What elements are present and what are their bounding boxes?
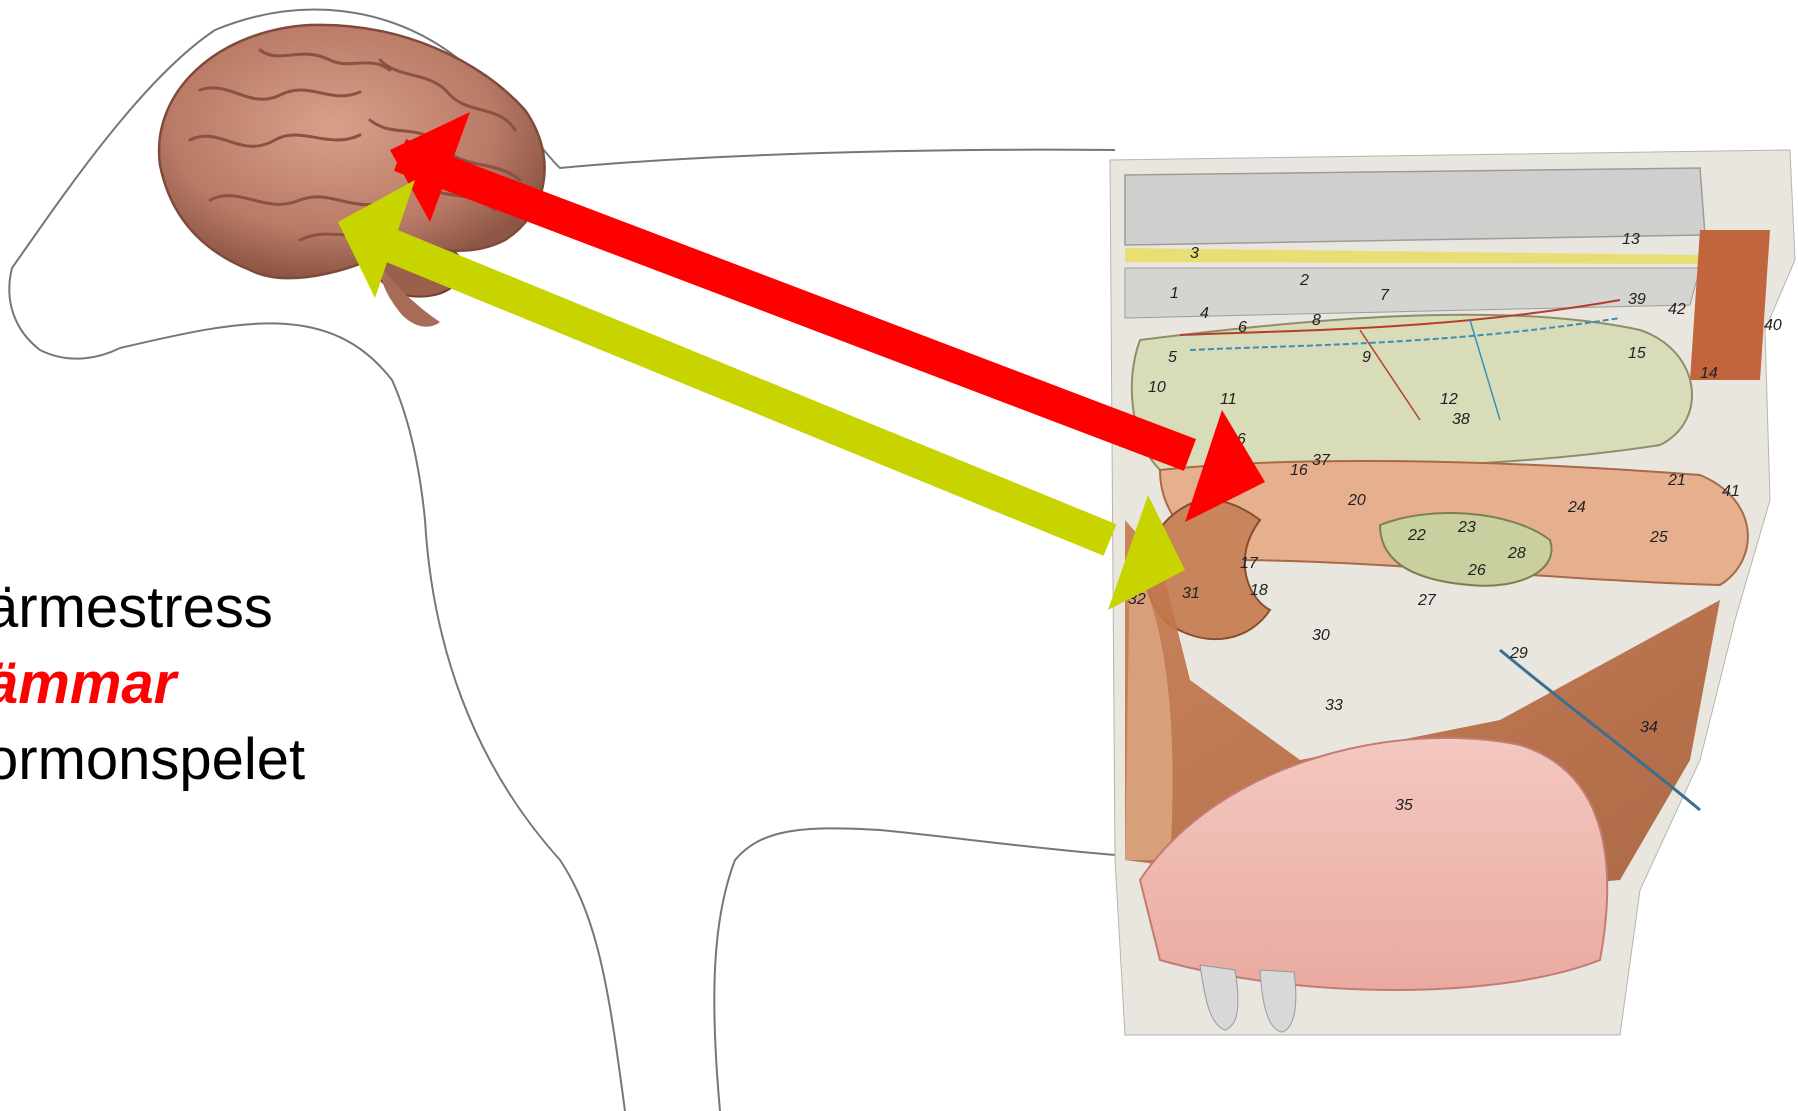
reproductive-anatomy-illustration: [1110, 150, 1795, 1035]
anatomy-label-13: 13: [1622, 231, 1640, 248]
anatomy-label-23: 23: [1457, 519, 1476, 536]
anatomy-label-15: 15: [1628, 345, 1646, 362]
caption-line-inhibits: ämmar: [0, 646, 305, 722]
anatomy-label-10: 10: [1148, 379, 1166, 396]
anatomy-label-29: 29: [1509, 645, 1528, 662]
anatomy-label-2: 2: [1299, 272, 1309, 289]
anatomy-label-31: 31: [1182, 585, 1200, 602]
anatomy-label-6: 6: [1238, 319, 1247, 336]
anatomy-label-34: 34: [1640, 719, 1658, 736]
sacrum: [1125, 168, 1705, 245]
cow-nose-outline: [9, 268, 120, 359]
anatomy-label-37: 37: [1312, 452, 1331, 469]
anatomy-label-26: 26: [1467, 562, 1486, 579]
anatomy-label-3: 3: [1190, 245, 1199, 262]
anatomy-label-35: 35: [1395, 797, 1413, 814]
anatomy-label-7: 7: [1380, 287, 1390, 304]
anatomy-label-25: 25: [1649, 529, 1668, 546]
anatomy-label-11: 11: [1220, 391, 1237, 408]
caption-line-heat-stress: ärmestress: [0, 570, 305, 646]
anatomy-label-40: 40: [1764, 317, 1782, 334]
anatomy-label-14: 14: [1700, 365, 1718, 382]
anatomy-label-18: 18: [1250, 582, 1268, 599]
tail-muscles: [1690, 230, 1770, 380]
anatomy-label-12: 12: [1440, 391, 1458, 408]
anatomy-label-39: 39: [1628, 291, 1646, 308]
anatomy-label-4: 4: [1200, 305, 1209, 322]
anatomy-label-41: 41: [1722, 483, 1740, 500]
anatomy-label-21: 21: [1667, 472, 1686, 489]
anatomy-label-17: 17: [1240, 555, 1259, 572]
anatomy-label-38: 38: [1452, 411, 1470, 428]
anatomy-label-22: 22: [1407, 527, 1426, 544]
anatomy-label-5: 5: [1168, 349, 1177, 366]
anatomy-label-42: 42: [1668, 301, 1686, 318]
anatomy-label-8: 8: [1312, 312, 1321, 329]
caption-line-hormone-interplay: ormonspelet: [0, 722, 305, 798]
caption-text-block: ärmestress ämmar ormonspelet: [0, 570, 305, 798]
anatomy-label-1: 1: [1170, 285, 1179, 302]
anatomy-label-9: 9: [1362, 349, 1371, 366]
cow-foreleg-outline: [714, 828, 1115, 1111]
anatomy-label-16: 16: [1290, 462, 1308, 479]
anatomy-label-33: 33: [1325, 697, 1343, 714]
anatomy-label-24: 24: [1567, 499, 1586, 516]
anatomy-label-30: 30: [1312, 627, 1330, 644]
anatomy-label-27: 27: [1417, 592, 1437, 609]
anatomy-label-28: 28: [1507, 545, 1526, 562]
anatomy-label-20: 20: [1347, 492, 1366, 509]
